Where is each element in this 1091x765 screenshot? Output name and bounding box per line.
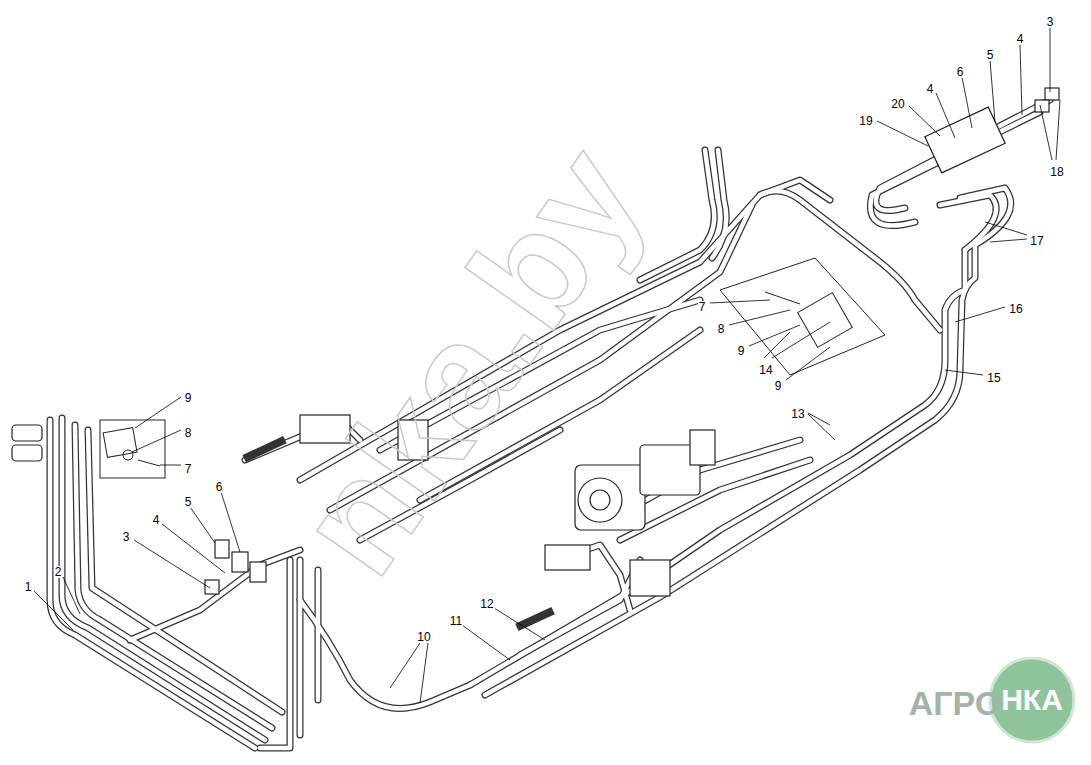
callout-number: 7 (184, 463, 193, 475)
callout-label: 4 (926, 79, 935, 97)
callout-label: 20 (890, 94, 905, 112)
callout-number: 1 (24, 581, 33, 593)
callout-number: 15 (986, 372, 1001, 384)
callout-label: 9 (184, 388, 193, 406)
callout-label: 11 (449, 611, 463, 629)
callout-number: 8 (184, 427, 193, 439)
callout-label: 9 (774, 376, 783, 394)
callout-number: 5 (986, 49, 995, 61)
logo-text-holder: НКА (1001, 685, 1063, 715)
watermark: nka.by (272, 122, 667, 597)
callout-label: 10 (416, 627, 431, 645)
callout-number: 17 (1029, 235, 1044, 247)
callout-label: 17 (1029, 231, 1044, 249)
callout-number: 19 (858, 115, 873, 127)
callout-label: 4 (152, 510, 161, 528)
callout-label: 12 (479, 594, 494, 612)
callout-number: 6 (215, 481, 224, 493)
callout-label: 6 (956, 62, 965, 80)
callout-number: 3 (1046, 16, 1055, 28)
callout-label: 9 (737, 341, 746, 359)
callout-number: 6 (956, 66, 965, 78)
callout-number: 4 (1016, 33, 1025, 45)
callout-label: 14 (758, 360, 773, 378)
callout-number: 11 (449, 615, 463, 627)
callout-label: 7 (698, 297, 707, 315)
callout-number: 18 (1049, 166, 1064, 178)
callout-number: 9 (737, 345, 746, 357)
callout-number: 5 (184, 496, 193, 508)
callout-label: 3 (122, 527, 131, 545)
callout-label: 8 (717, 319, 726, 337)
callout-label: 5 (184, 492, 193, 510)
callout-label: 18 (1049, 162, 1064, 180)
callout-label: 3 (1046, 12, 1055, 30)
callout-number: 9 (774, 380, 783, 392)
callout-number: 14 (758, 364, 773, 376)
watermark-holder: nka.by (272, 122, 667, 597)
callout-label: 15 (986, 368, 1001, 386)
callout-label: 6 (215, 477, 224, 495)
logo-text-holder: АГРО (909, 686, 1002, 720)
logo-text: НКА (1001, 685, 1063, 715)
callout-label: 13 (790, 404, 805, 422)
callout-label: 8 (184, 423, 193, 441)
callout-number: 2 (54, 566, 63, 578)
callout-number: 13 (790, 408, 805, 420)
callout-number: 4 (926, 83, 935, 95)
callout-label: 2 (54, 562, 63, 580)
callout-number: 20 (890, 98, 905, 110)
callout-number: 8 (717, 323, 726, 335)
callout-number: 16 (1008, 303, 1023, 315)
callout-number: 9 (184, 392, 193, 404)
callout-label: 7 (184, 459, 193, 477)
callout-number: 12 (479, 598, 494, 610)
callout-number: 4 (152, 514, 161, 526)
callout-label: 19 (858, 111, 873, 129)
callout-label: 16 (1008, 299, 1023, 317)
callout-number: 3 (122, 531, 131, 543)
callout-label: 1 (24, 577, 33, 595)
callout-label: 4 (1016, 29, 1025, 47)
callout-number: 7 (698, 301, 707, 313)
callout-label: 5 (986, 45, 995, 63)
callout-number: 10 (416, 631, 431, 643)
logo-text: АГРО (909, 686, 1002, 720)
